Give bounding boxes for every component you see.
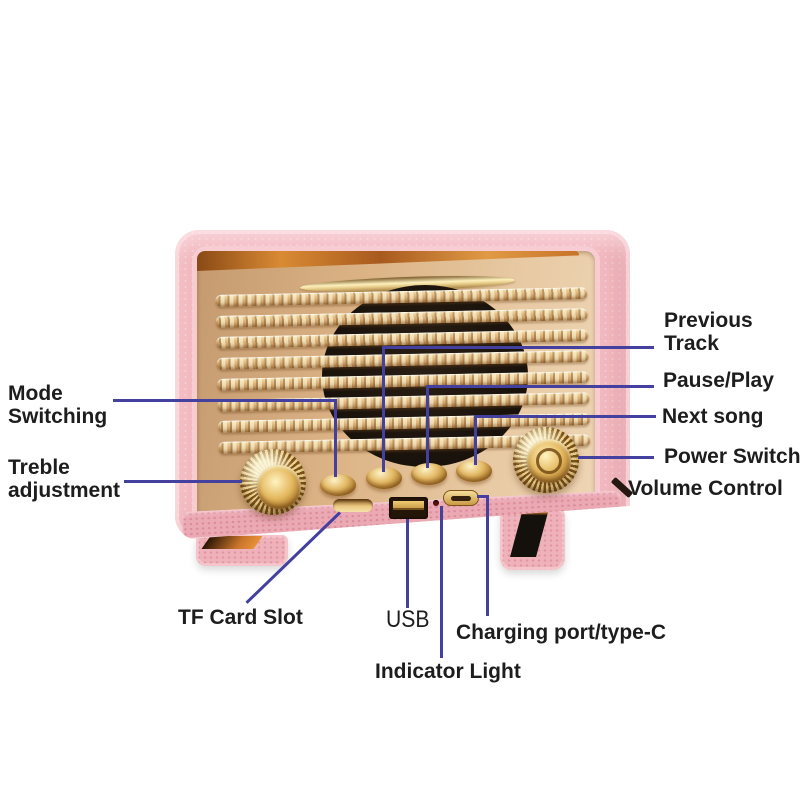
callout-line-next-v	[474, 415, 477, 465]
label-treble-adjustment: Treble adjustment	[8, 456, 121, 502]
callout-line-typec-h	[477, 495, 489, 498]
mode-button	[320, 474, 356, 496]
callout-line-mode-h	[113, 399, 337, 402]
label-pause-play: Pause/Play	[663, 369, 774, 392]
power-volume-knob-cap	[527, 439, 571, 483]
label-tf-card-slot: TF Card Slot	[178, 606, 303, 629]
callout-line-pause-v	[426, 385, 429, 468]
label-previous-track: Previous Track	[664, 309, 753, 355]
usb-port	[389, 497, 428, 519]
grille-slat	[215, 308, 588, 328]
callout-line-pause-h	[426, 385, 654, 388]
label-charging-port: Charging port/type-C	[456, 621, 666, 644]
device-foot-right	[500, 508, 565, 570]
foot-slot-left	[201, 536, 263, 549]
label-mode-switching: Mode Switching	[8, 382, 108, 428]
pause-play-button	[411, 463, 447, 485]
grille-slat	[216, 350, 589, 370]
callout-line-previous-v	[382, 346, 385, 472]
usb-port-tongue	[393, 501, 424, 510]
callout-line-usb	[406, 519, 409, 608]
next-song-button	[456, 460, 492, 482]
type-c-port-inner	[451, 496, 471, 501]
power-volume-knob-ring	[536, 448, 562, 474]
type-c-port	[443, 490, 479, 506]
callout-line-indicator	[440, 506, 443, 658]
treble-knob-cap	[257, 465, 301, 509]
treble-knob	[240, 449, 306, 515]
callout-line-treble	[124, 480, 242, 483]
callout-line-typec-v	[486, 495, 489, 616]
callout-line-next-h	[474, 415, 656, 418]
callout-line-mode-v	[334, 399, 337, 477]
label-usb: USB	[386, 606, 430, 633]
previous-track-button	[366, 467, 402, 489]
power-volume-knob	[513, 427, 579, 493]
foot-slot-right	[510, 508, 550, 557]
indicator-led	[433, 500, 439, 506]
label-volume-control: Volume Control	[628, 477, 783, 500]
tf-card-slot	[333, 499, 373, 512]
device-foot-left	[196, 535, 288, 566]
label-next-song: Next song	[662, 405, 764, 428]
callout-line-power	[578, 456, 654, 459]
label-indicator-light: Indicator Light	[375, 660, 521, 683]
callout-line-previous-h	[382, 346, 654, 349]
label-power-switch: Power Switch	[664, 445, 800, 468]
